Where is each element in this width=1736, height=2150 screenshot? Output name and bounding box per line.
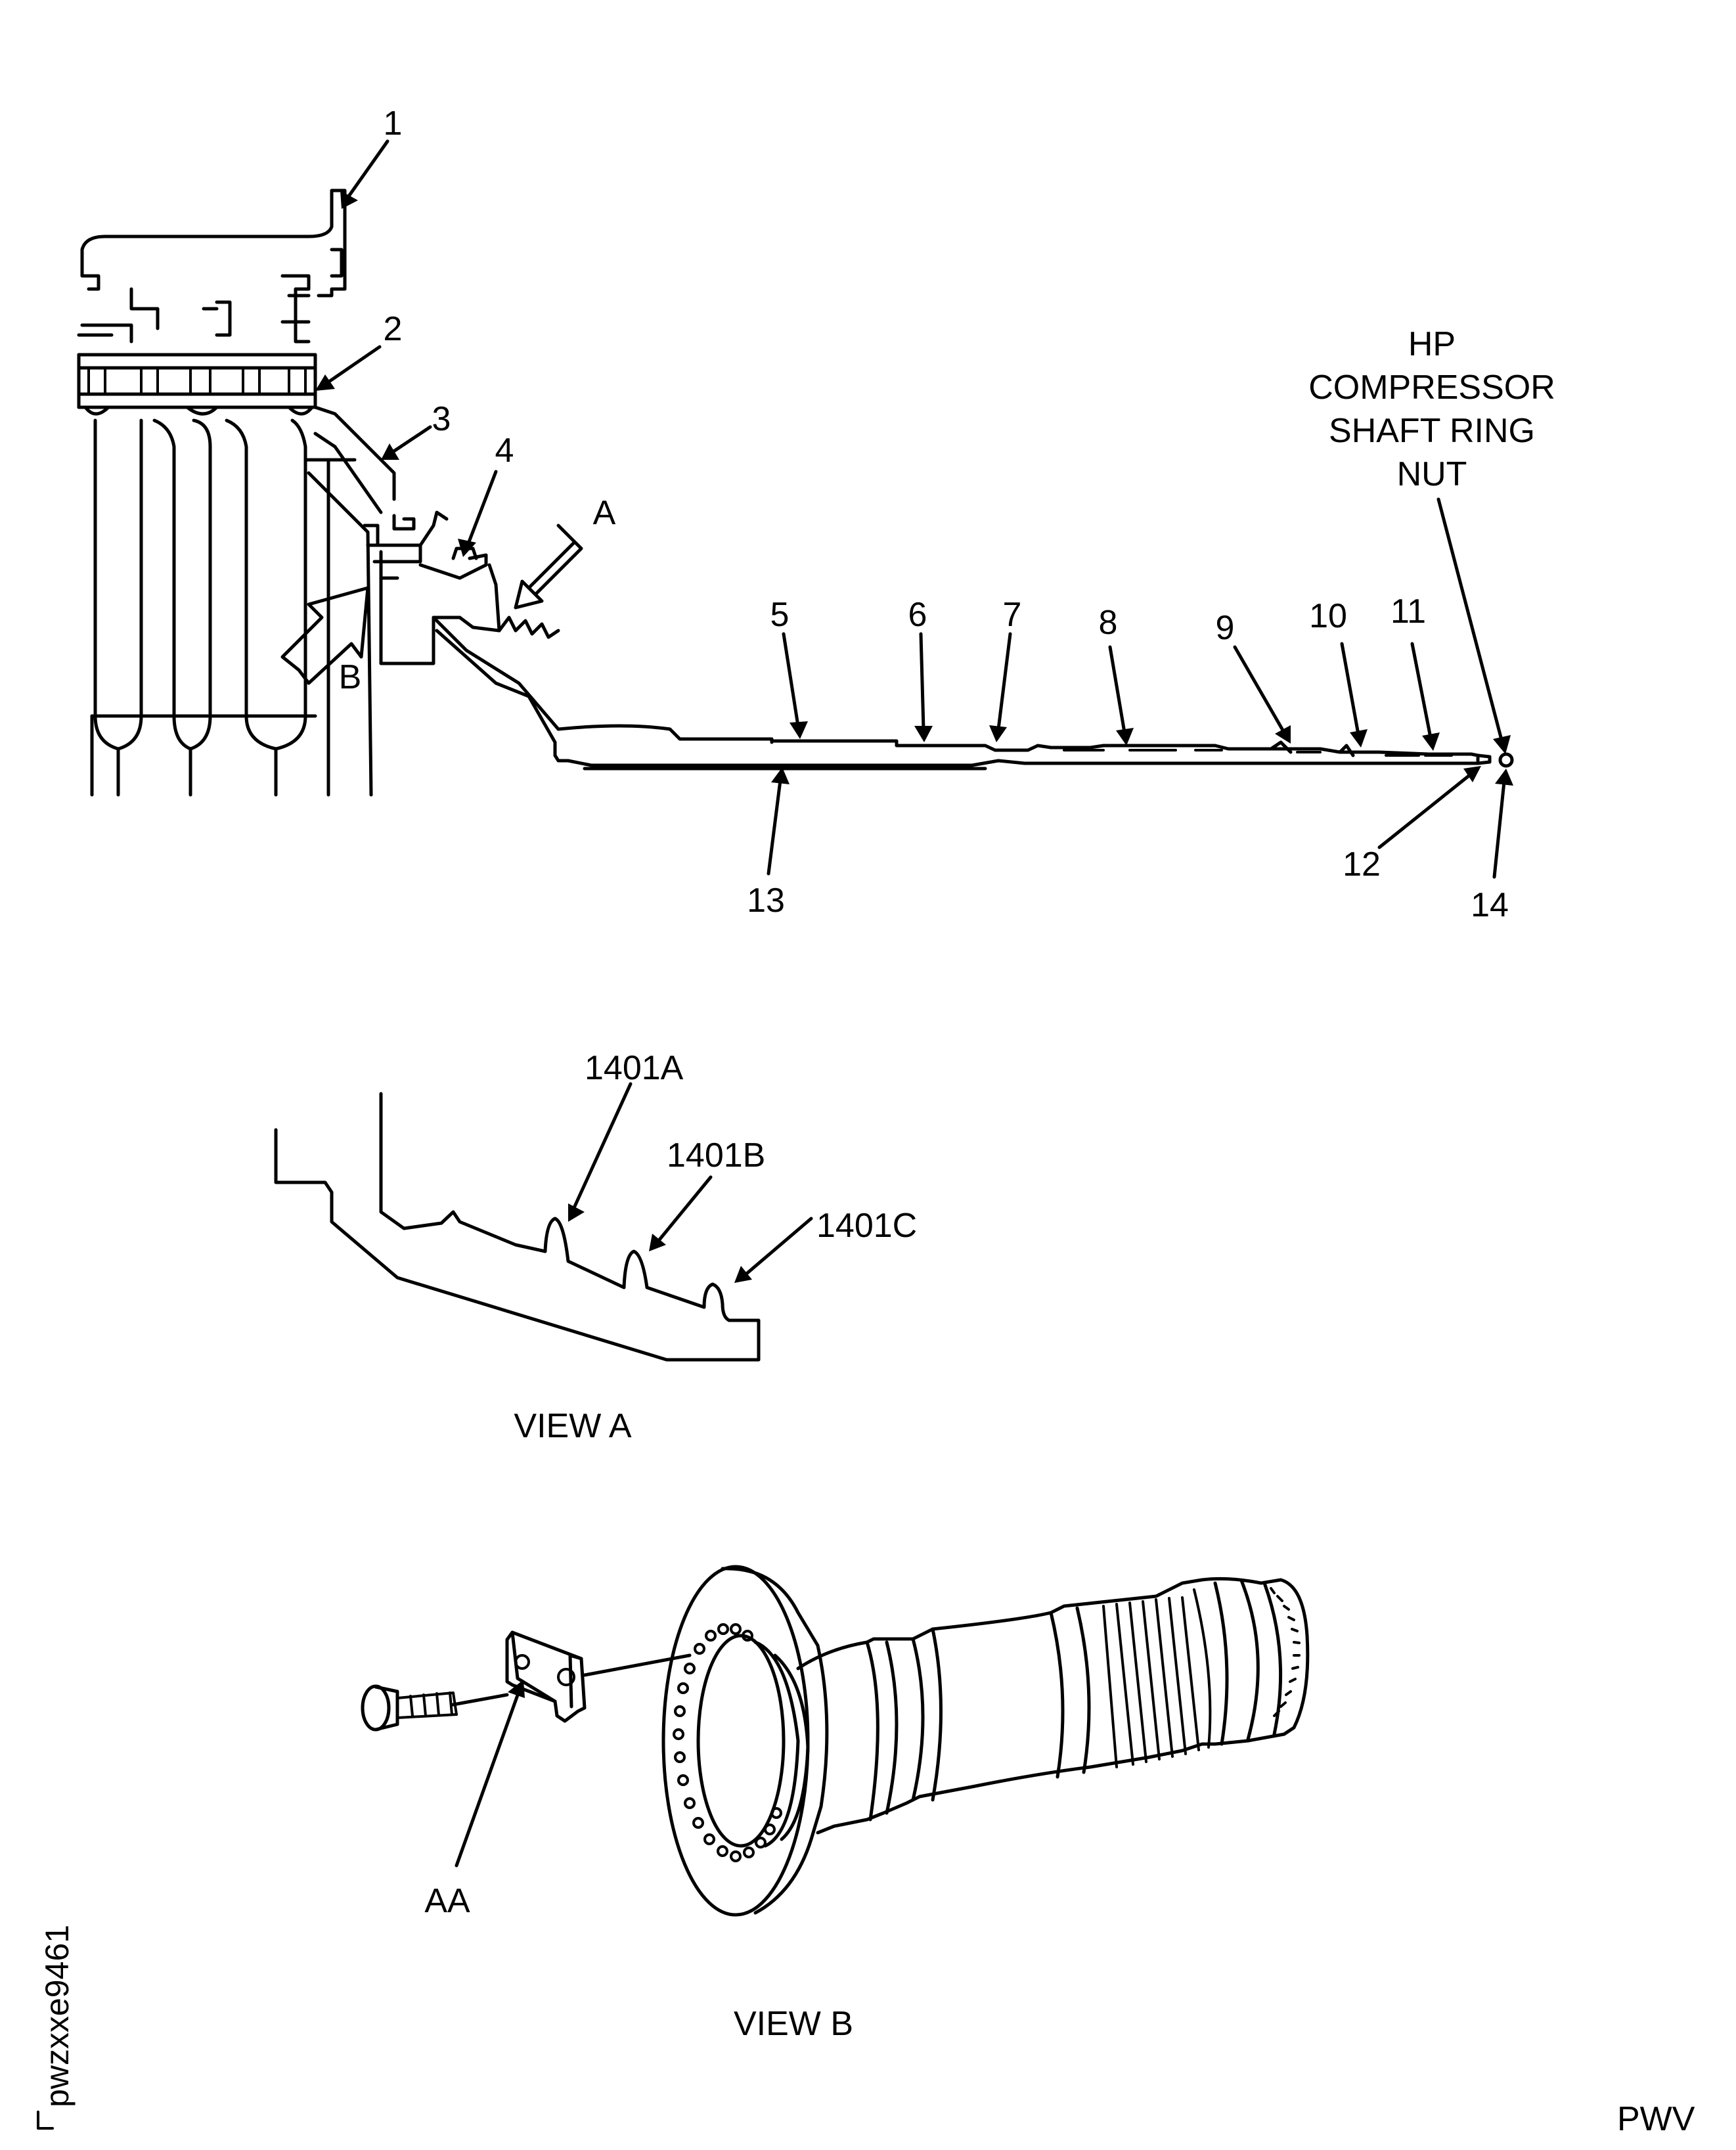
view-arrow-b-label: B <box>338 658 362 696</box>
hp-label-line-4: NUT <box>1396 455 1467 493</box>
callout-13: 13 <box>747 882 785 920</box>
figure-id-bracket <box>37 2111 54 2130</box>
callout-14: 14 <box>1471 886 1509 924</box>
callout-aa: AA <box>424 1882 470 1920</box>
callout-5: 5 <box>770 596 790 634</box>
callout-10: 10 <box>1309 597 1347 635</box>
view-a-detail <box>274 1082 813 1362</box>
hp-label-line-1: HP <box>1408 325 1456 363</box>
hp-label-line-2: COMPRESSOR <box>1308 369 1555 407</box>
view-b-detail <box>361 1565 1310 1917</box>
footer-code: PWV <box>1617 2100 1695 2138</box>
callout-8: 8 <box>1098 604 1118 642</box>
hp-label-line-3: SHAFT RING <box>1329 412 1535 450</box>
callout-9: 9 <box>1215 609 1235 647</box>
callout-1401a: 1401A <box>585 1049 684 1087</box>
view-arrows <box>280 524 583 685</box>
main-view-leaders <box>315 139 1513 879</box>
callout-11: 11 <box>1391 593 1426 631</box>
callout-4: 4 <box>495 432 514 470</box>
callout-3: 3 <box>432 400 451 438</box>
callout-6: 6 <box>908 596 927 634</box>
callout-2: 2 <box>383 310 403 348</box>
callout-7: 7 <box>1002 596 1022 634</box>
view-arrow-a <box>514 524 583 610</box>
callout-12: 12 <box>1343 845 1381 884</box>
view-arrow-a-label: A <box>592 494 616 532</box>
callout-1: 1 <box>383 104 403 143</box>
figure-id: pwzxxe9461 <box>39 1925 76 2107</box>
view-b-title: VIEW B <box>733 2005 854 2043</box>
view-arrow-b <box>280 586 370 685</box>
compressor-section-view <box>77 189 1514 797</box>
flange-bolt-holes <box>673 1623 782 1862</box>
view-a-title: VIEW A <box>514 1407 632 1445</box>
callout-1401c: 1401C <box>816 1207 918 1245</box>
callout-1401b: 1401B <box>667 1136 766 1175</box>
